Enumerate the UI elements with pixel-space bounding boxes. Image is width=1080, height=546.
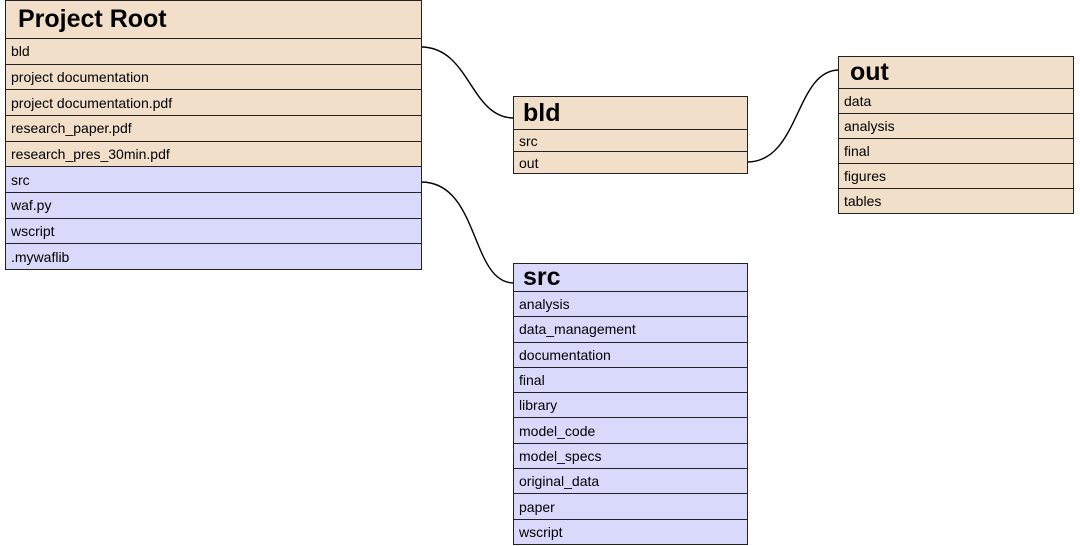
src-row[interactable]: analysis bbox=[514, 292, 747, 318]
project-root-row[interactable]: .mywaflib bbox=[6, 244, 421, 270]
project-root-row[interactable]: src bbox=[6, 167, 421, 194]
project-root-row[interactable]: research_pres_30min.pdf bbox=[6, 141, 421, 168]
src-row[interactable]: wscript bbox=[514, 519, 747, 544]
bld-row[interactable]: src bbox=[514, 130, 747, 152]
out-title: out bbox=[839, 57, 1073, 89]
src-row[interactable]: library bbox=[514, 393, 747, 419]
bld-row[interactable]: out bbox=[514, 152, 747, 173]
src-row[interactable]: original_data bbox=[514, 469, 747, 495]
out-row[interactable]: data bbox=[839, 89, 1073, 114]
src-row[interactable]: paper bbox=[514, 494, 747, 520]
project-root-row[interactable]: wscript bbox=[6, 218, 421, 245]
out-table: out data analysis final figures tables bbox=[838, 56, 1074, 214]
project-root-table: Project Root bld project documentation p… bbox=[5, 0, 422, 270]
project-root-row[interactable]: research_paper.pdf bbox=[6, 116, 421, 142]
bld-title: bld bbox=[514, 97, 747, 130]
src-row[interactable]: data_management bbox=[514, 317, 747, 343]
bld-table: bld src out bbox=[513, 96, 748, 174]
out-row[interactable]: figures bbox=[839, 164, 1073, 189]
project-root-row[interactable]: project documentation bbox=[6, 64, 421, 91]
src-table: src analysis data_management documentati… bbox=[513, 263, 748, 545]
src-row[interactable]: model_specs bbox=[514, 443, 747, 470]
project-root-row[interactable]: bld bbox=[6, 39, 421, 65]
out-row[interactable]: analysis bbox=[839, 114, 1073, 139]
connector-root-src-to-src-table bbox=[420, 181, 515, 284]
project-root-row[interactable]: waf.py bbox=[6, 193, 421, 219]
project-root-row[interactable]: project documentation.pdf bbox=[6, 90, 421, 117]
out-row[interactable]: final bbox=[839, 139, 1073, 164]
connector-root-bld-to-bld-table bbox=[420, 46, 515, 119]
project-root-title: Project Root bbox=[6, 1, 421, 39]
src-row[interactable]: documentation bbox=[514, 342, 747, 368]
src-title: src bbox=[514, 264, 747, 292]
src-row[interactable]: model_code bbox=[514, 418, 747, 444]
connector-bld-out-to-out-table bbox=[746, 69, 840, 163]
out-row[interactable]: tables bbox=[839, 189, 1073, 213]
src-row[interactable]: final bbox=[514, 367, 747, 394]
